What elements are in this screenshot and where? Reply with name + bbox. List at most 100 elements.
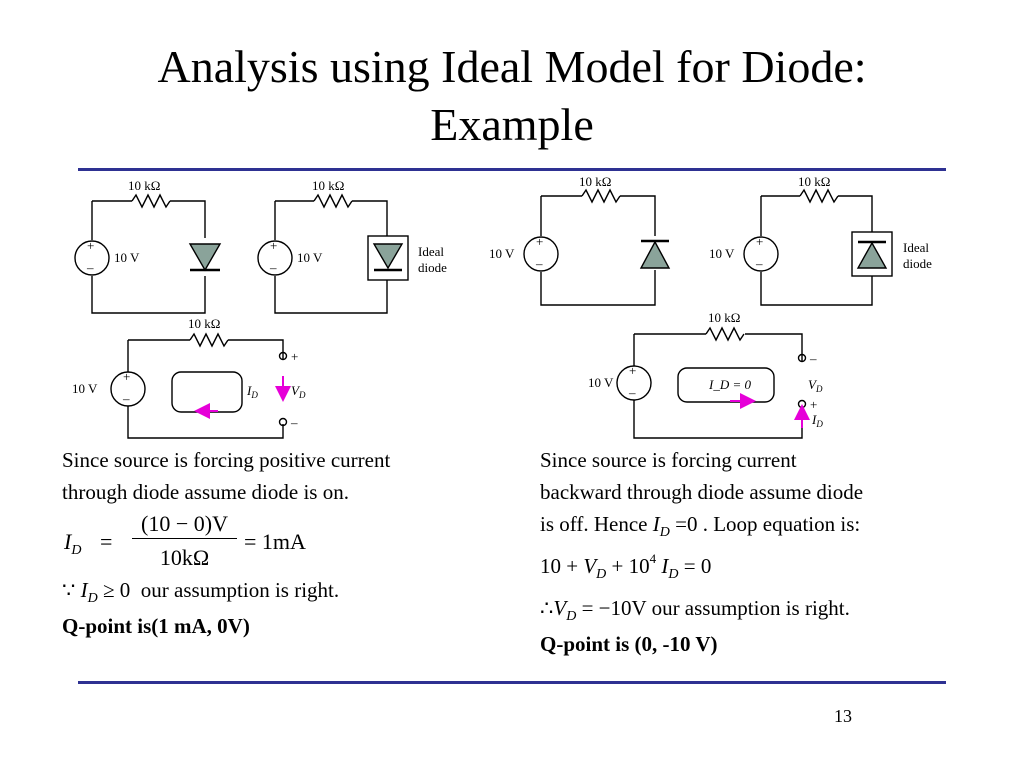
para3-sub: D bbox=[659, 525, 670, 540]
diode-3-symbol bbox=[639, 240, 671, 269]
right-paragraph-line-1: Since source is forcing current bbox=[540, 448, 797, 472]
resistor-5 bbox=[189, 332, 229, 348]
right-assumption-line: ∴VD = −10V our assumption is right. bbox=[540, 592, 990, 628]
ideal-label-4b: diode bbox=[903, 256, 932, 271]
minus-sign: – bbox=[755, 256, 763, 271]
left-paragraph-line-1: Since source is forcing positive current bbox=[62, 448, 391, 472]
circuit-diagrams: 10 kΩ 10 V + – 10 kΩ 10 V + – Ideal diod… bbox=[72, 174, 932, 439]
plus-sign: + bbox=[629, 363, 636, 378]
loop-vsub: D bbox=[596, 567, 607, 582]
circuit-3-reverse-diode bbox=[523, 188, 671, 306]
slide-title: Analysis using Ideal Model for Diode: Ex… bbox=[0, 38, 1024, 154]
plus-sign: + bbox=[756, 234, 763, 249]
ideal-label-2a: Ideal bbox=[418, 244, 444, 259]
eq-result: = 1mA bbox=[244, 529, 306, 554]
loop-exp: 4 bbox=[649, 551, 657, 566]
top-divider bbox=[78, 168, 946, 171]
loop-equation: 10 + VD + 104 ID = 0 bbox=[540, 550, 990, 586]
resistor-label-2: 10 kΩ bbox=[312, 178, 344, 193]
loop-v: V bbox=[583, 554, 597, 578]
eq-numerator: (10 − 0)V bbox=[141, 511, 228, 536]
therefore-sub: D bbox=[566, 609, 577, 624]
vd-label-5: VD bbox=[291, 383, 306, 400]
plus-sign: + bbox=[270, 238, 277, 253]
bottom-divider bbox=[78, 681, 946, 684]
id-label-6: ID bbox=[811, 412, 823, 429]
right-paragraph-line-3: is off. Hence ID =0 . Loop equation is: bbox=[540, 508, 990, 544]
circuit-6-open-model bbox=[616, 326, 810, 439]
circuit-4-ideal-reverse bbox=[743, 188, 893, 306]
minus-sign: – bbox=[269, 260, 277, 275]
voltage-source-4 bbox=[743, 236, 779, 272]
para3-var: I bbox=[652, 512, 660, 536]
title-line-2: Example bbox=[430, 99, 594, 150]
circuit-2-ideal-diode bbox=[257, 193, 409, 314]
resistor-label-3: 10 kΩ bbox=[579, 174, 611, 189]
ideal-label-4a: Ideal bbox=[903, 240, 929, 255]
source-label-6: 10 V bbox=[588, 375, 614, 390]
therefore-value: = −10V bbox=[576, 596, 647, 620]
resistor-label-4: 10 kΩ bbox=[798, 174, 830, 189]
loop-a: 10 + bbox=[540, 554, 584, 578]
minus-sign: – bbox=[628, 385, 636, 400]
left-paragraph-line-2: through diode assume diode is on. bbox=[62, 480, 349, 504]
minus-sign: – bbox=[86, 260, 94, 275]
page-number: 13 bbox=[834, 706, 852, 726]
id-zero-label: I_D = 0 bbox=[708, 377, 751, 392]
vd-plus-6: + bbox=[810, 397, 817, 412]
therefore-var: V bbox=[553, 596, 567, 620]
resistor-label-1: 10 kΩ bbox=[128, 178, 160, 193]
voltage-source-6 bbox=[616, 365, 652, 401]
loop-i: I bbox=[656, 554, 669, 578]
loop-c: = 0 bbox=[678, 554, 712, 578]
loop-isub: D bbox=[668, 567, 679, 582]
vd-plus-5: + bbox=[291, 349, 298, 364]
ideal-label-2b: diode bbox=[418, 260, 447, 275]
because-sub: D bbox=[87, 591, 98, 606]
eq-equals: = bbox=[100, 529, 113, 554]
current-equation: ID = (10 − 0)V 10kΩ = 1mA bbox=[62, 508, 512, 572]
right-conclusion: our assumption is right. bbox=[651, 596, 850, 620]
resistor-label-6: 10 kΩ bbox=[708, 310, 740, 325]
source-label-3: 10 V bbox=[489, 246, 515, 261]
left-explanation: Since source is forcing positive current… bbox=[62, 444, 512, 642]
because-var: I bbox=[80, 578, 88, 602]
vd-minus-5: – bbox=[290, 415, 298, 430]
diode-1-symbol bbox=[188, 243, 222, 272]
eq-lhs: ID bbox=[64, 529, 82, 558]
source-label-4: 10 V bbox=[709, 246, 735, 261]
resistor-label-5: 10 kΩ bbox=[188, 316, 220, 331]
ideal-diode-box-4 bbox=[851, 231, 893, 277]
voltage-source-1 bbox=[74, 240, 110, 276]
resistor-4 bbox=[799, 188, 839, 204]
resistor-2 bbox=[313, 193, 353, 209]
source-label-1: 10 V bbox=[114, 250, 140, 265]
vd-minus-6: – bbox=[809, 351, 817, 366]
plus-sign: + bbox=[87, 238, 94, 253]
para3-post: =0 . Loop equation is: bbox=[669, 512, 861, 536]
right-paragraph-line-2: backward through diode assume diode bbox=[540, 480, 864, 504]
title-line-1: Analysis using Ideal Model for Diode: bbox=[157, 41, 867, 92]
because-symbol: ∵ bbox=[62, 578, 76, 602]
right-qpoint: Q-point is (0, -10 V) bbox=[540, 632, 718, 656]
right-explanation: Since source is forcing current backward… bbox=[540, 444, 990, 660]
resistor-3 bbox=[581, 188, 621, 204]
resistor-6 bbox=[705, 326, 745, 342]
circuit-5-short-model bbox=[110, 332, 291, 439]
voltage-source-5 bbox=[110, 371, 146, 407]
voltage-source-3 bbox=[523, 236, 559, 272]
because-cond: ≥ 0 bbox=[103, 578, 131, 602]
source-label-5: 10 V bbox=[72, 381, 98, 396]
current-loop-6 bbox=[677, 367, 775, 403]
source-label-2: 10 V bbox=[297, 250, 323, 265]
voltage-source-2 bbox=[257, 240, 293, 276]
eq-denominator: 10kΩ bbox=[159, 545, 210, 570]
vd-label-6: VD bbox=[808, 377, 823, 394]
left-conclusion: our assumption is right. bbox=[140, 578, 340, 602]
resistor-1 bbox=[131, 193, 171, 209]
ideal-diode-box-2 bbox=[367, 235, 409, 281]
id-label-5: ID bbox=[246, 383, 258, 400]
therefore-symbol: ∴ bbox=[540, 596, 554, 620]
current-loop-5 bbox=[171, 371, 243, 413]
circuit-1-forward-diode bbox=[74, 193, 222, 314]
